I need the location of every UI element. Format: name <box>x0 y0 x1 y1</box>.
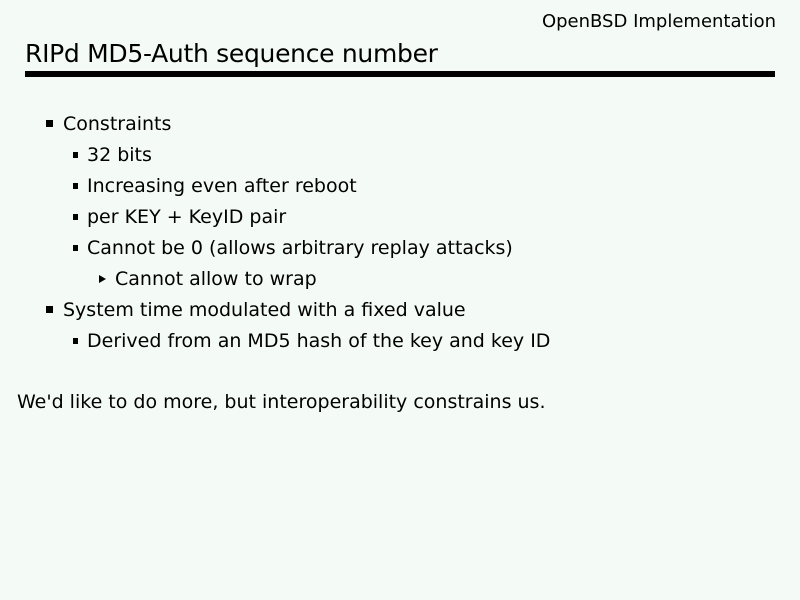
slide-header-label: OpenBSD Implementation <box>541 11 776 32</box>
list-item: Derived from an MD5 hash of the key and … <box>0 325 800 356</box>
list-item-label: Derived from an MD5 hash of the key and … <box>87 329 551 352</box>
list-item-label: Cannot be 0 (allows arbitrary replay att… <box>87 236 513 259</box>
bullet-list: Constraints 32 bits Increasing even afte… <box>0 108 800 356</box>
list-item: Cannot be 0 (allows arbitrary replay att… <box>0 232 800 263</box>
list-item: Cannot allow to wrap <box>0 263 800 294</box>
list-item-label: Cannot allow to wrap <box>115 267 317 290</box>
square-bullet-icon <box>46 120 53 127</box>
list-item: 32 bits <box>0 139 800 170</box>
list-item-label: Increasing even after reboot <box>87 174 357 197</box>
list-item-label: per KEY + KeyID pair <box>87 205 287 228</box>
list-item-label: Constraints <box>63 112 172 135</box>
list-item: per KEY + KeyID pair <box>0 201 800 232</box>
list-item: System time modulated with a fixed value <box>0 294 800 325</box>
square-bullet-icon <box>73 151 78 158</box>
triangle-bullet-icon <box>99 274 106 283</box>
page-title: RIPd MD5-Auth sequence number <box>25 39 438 68</box>
footer-note: We'd like to do more, but interoperabili… <box>17 391 546 413</box>
square-bullet-icon <box>46 306 53 313</box>
list-item-label: 32 bits <box>87 143 152 166</box>
square-bullet-icon <box>73 337 78 344</box>
list-item-label: System time modulated with a fixed value <box>63 298 466 321</box>
square-bullet-icon <box>73 182 78 189</box>
title-rule <box>25 71 775 77</box>
square-bullet-icon <box>73 213 78 220</box>
list-item: Increasing even after reboot <box>0 170 800 201</box>
square-bullet-icon <box>73 244 78 251</box>
list-item: Constraints <box>0 108 800 139</box>
